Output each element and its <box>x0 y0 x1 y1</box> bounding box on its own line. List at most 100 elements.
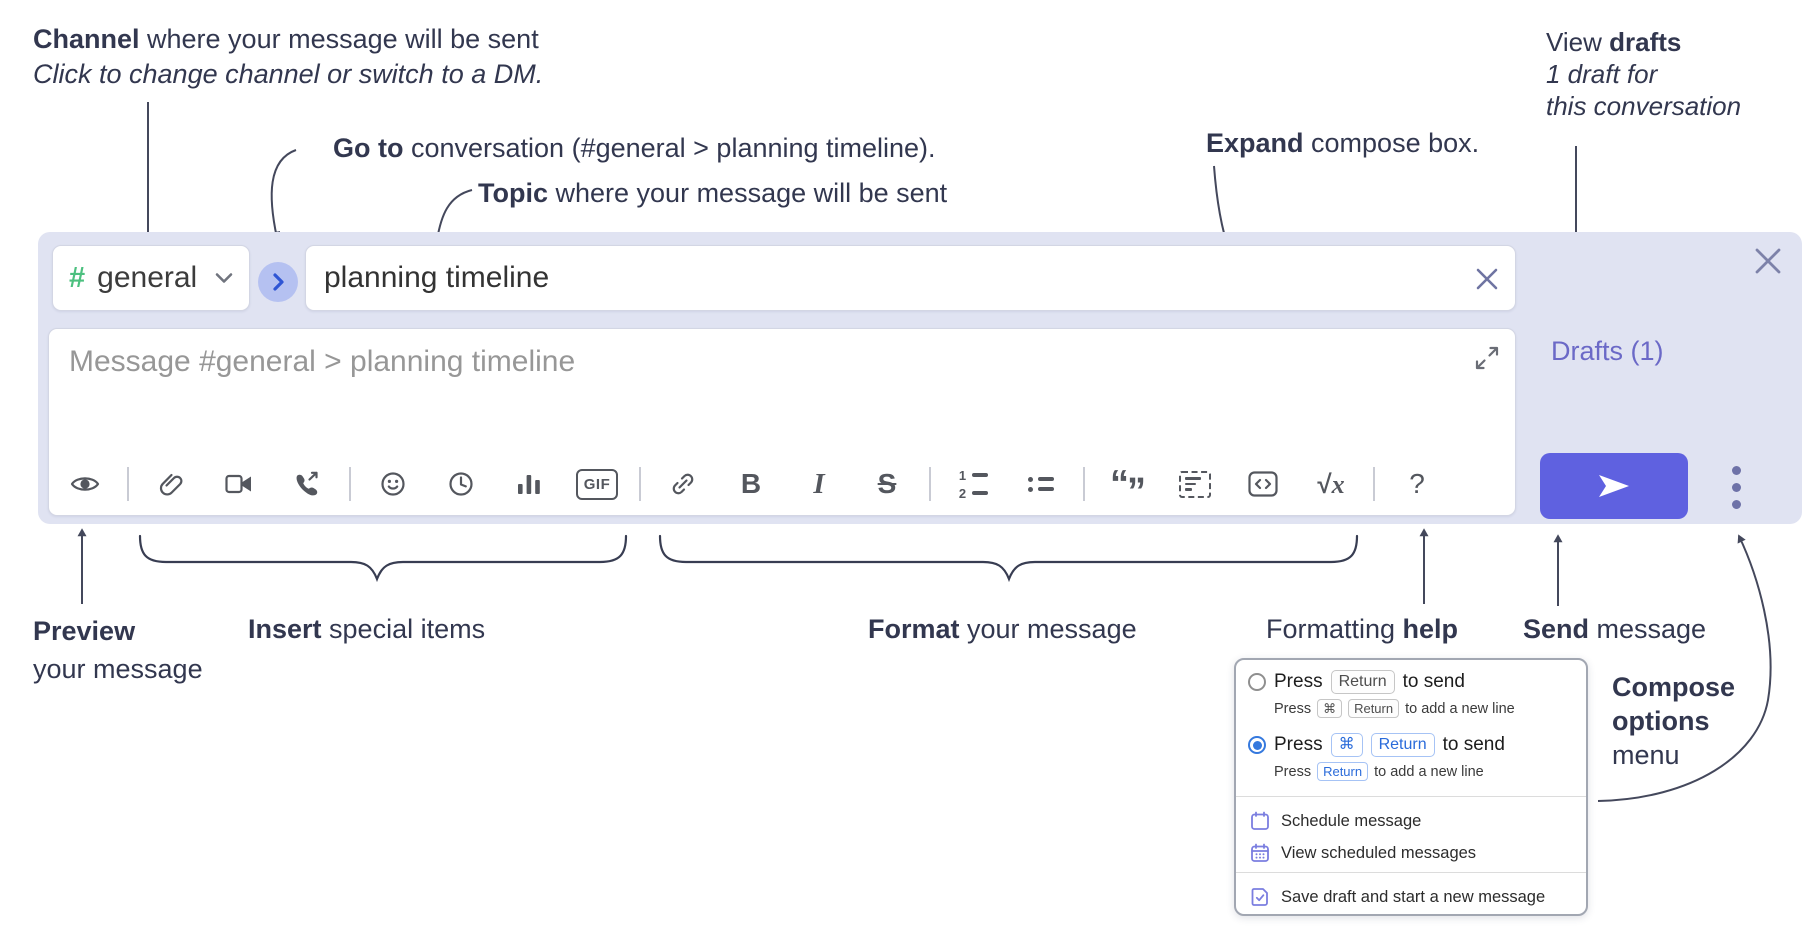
strikethrough-icon: S <box>877 468 897 499</box>
math-button[interactable]: √x <box>1307 462 1355 506</box>
channel-hash-icon: # <box>69 261 86 294</box>
message-area: GIF B I S <box>48 328 1516 516</box>
expand-compose-button[interactable] <box>1473 345 1501 373</box>
paperclip-icon <box>159 473 183 496</box>
toolbar-divider <box>349 467 351 501</box>
compose-options-button[interactable] <box>1718 461 1754 513</box>
topic-input[interactable] <box>306 246 1515 310</box>
view-drafts-annotation: View drafts 1 draft for this conversatio… <box>1546 27 1742 121</box>
format-annotation: Format your message <box>868 614 1137 644</box>
view-scheduled-messages-item[interactable]: View scheduled messages <box>1250 838 1476 868</box>
quote-icon: “” <box>1110 463 1146 513</box>
return-key-chip: Return <box>1348 699 1400 718</box>
channel-selector[interactable]: # general <box>52 245 250 311</box>
send-annotation: Send message <box>1523 614 1707 644</box>
option-text: to send <box>1402 671 1465 692</box>
bulleted-list-button[interactable] <box>1017 462 1065 506</box>
close-compose-button[interactable] <box>1750 244 1786 280</box>
topic-annotation: Topic where your message will be sent <box>478 178 948 208</box>
poll-button[interactable] <box>505 462 553 506</box>
compose-box: # general <box>38 232 1802 524</box>
preview-button[interactable] <box>61 462 109 506</box>
expand-diagonal-icon <box>1475 346 1499 370</box>
bar-chart-icon <box>518 475 540 494</box>
audio-call-button[interactable] <box>283 462 331 506</box>
question-mark-icon: ? <box>1409 468 1425 499</box>
math-icon: √x <box>1317 468 1345 499</box>
clear-topic-button[interactable] <box>1473 266 1501 294</box>
schedule-message-item[interactable]: Schedule message <box>1250 806 1421 836</box>
toolbar-divider <box>1373 467 1375 501</box>
gif-icon: GIF <box>576 468 618 500</box>
menu-separator <box>1236 872 1586 873</box>
cmd-key-chip: ⌘ <box>1330 733 1363 757</box>
emoji-button[interactable] <box>369 462 417 506</box>
return-key-chip: Return <box>1317 762 1369 781</box>
radio-unselected-icon[interactable] <box>1248 673 1266 691</box>
chevron-down-icon <box>215 273 233 283</box>
attach-file-button[interactable] <box>147 462 195 506</box>
quote-button[interactable]: “” <box>1103 462 1151 513</box>
spoiler-icon <box>1179 470 1211 498</box>
insert-annotation: Insert special items <box>248 614 486 644</box>
drafts-link[interactable]: Drafts (1) <box>1551 336 1664 366</box>
italic-icon: I <box>813 467 825 500</box>
message-input[interactable] <box>49 329 1515 447</box>
chevron-right-icon <box>273 273 284 291</box>
send-option-cmd-return-sub: Press Return to add a new line <box>1274 762 1484 781</box>
cmd-key-chip: ⌘ <box>1317 699 1343 718</box>
code-button[interactable] <box>1239 462 1287 506</box>
link-icon <box>672 473 694 495</box>
strikethrough-button[interactable]: S <box>863 462 911 506</box>
goto-connector <box>270 149 297 240</box>
calendar-grid-icon <box>1251 843 1269 862</box>
formatting-help-button[interactable]: ? <box>1393 462 1441 506</box>
menu-separator <box>1236 796 1586 797</box>
return-key-chip: Return <box>1330 670 1395 694</box>
insert-brace <box>138 534 628 583</box>
option-text: Press <box>1274 734 1323 755</box>
option-text: to send <box>1442 734 1505 755</box>
link-button[interactable] <box>659 462 707 506</box>
italic-button[interactable]: I <box>795 462 843 506</box>
save-draft-item[interactable]: Save draft and start a new message <box>1250 882 1545 912</box>
eye-icon <box>70 477 100 491</box>
option-text: Press <box>1274 671 1323 692</box>
bulleted-list-icon <box>1028 476 1054 492</box>
code-icon <box>1248 471 1278 497</box>
compose-toolbar: GIF B I S <box>61 459 1441 513</box>
note-check-icon <box>1251 888 1268 906</box>
bold-button[interactable]: B <box>727 462 775 506</box>
compose-options-menu: Press Return to send Press ⌘ Return to a… <box>1234 658 1588 916</box>
send-option-return-sub: Press ⌘ Return to add a new line <box>1274 699 1515 718</box>
time-button[interactable] <box>437 462 485 506</box>
video-call-button[interactable] <box>215 462 263 506</box>
radio-selected-icon[interactable] <box>1248 736 1266 754</box>
ellipsis-dot <box>1731 482 1741 492</box>
go-to-conversation-button[interactable] <box>258 262 298 302</box>
toolbar-divider <box>639 467 641 501</box>
send-option-cmd-return[interactable]: Press ⌘ Return to send <box>1248 733 1505 757</box>
send-icon <box>1599 475 1629 497</box>
send-option-return[interactable]: Press Return to send <box>1248 670 1465 694</box>
send-button[interactable] <box>1540 453 1688 519</box>
topic-field <box>305 245 1516 311</box>
expand-annotation: Expand compose box. <box>1206 128 1480 158</box>
smiley-icon <box>381 472 405 496</box>
bold-icon: B <box>740 468 762 499</box>
format-brace <box>658 534 1359 583</box>
gif-button[interactable]: GIF <box>573 462 621 506</box>
compose-options-annotation: Compose options menu <box>1612 672 1736 770</box>
clock-icon <box>449 472 473 496</box>
numbered-list-button[interactable]: 1 2 <box>949 462 997 506</box>
goto-annotation: Go to conversation (#general > planning … <box>333 133 936 163</box>
numbered-list-icon: 1 2 <box>958 469 988 500</box>
video-camera-icon <box>225 474 251 494</box>
close-icon <box>1476 268 1498 290</box>
toolbar-divider <box>929 467 931 501</box>
ellipsis-dot <box>1731 499 1741 509</box>
spoiler-button[interactable] <box>1171 462 1219 506</box>
return-key-chip: Return <box>1370 733 1435 757</box>
calendar-icon <box>1251 811 1269 830</box>
